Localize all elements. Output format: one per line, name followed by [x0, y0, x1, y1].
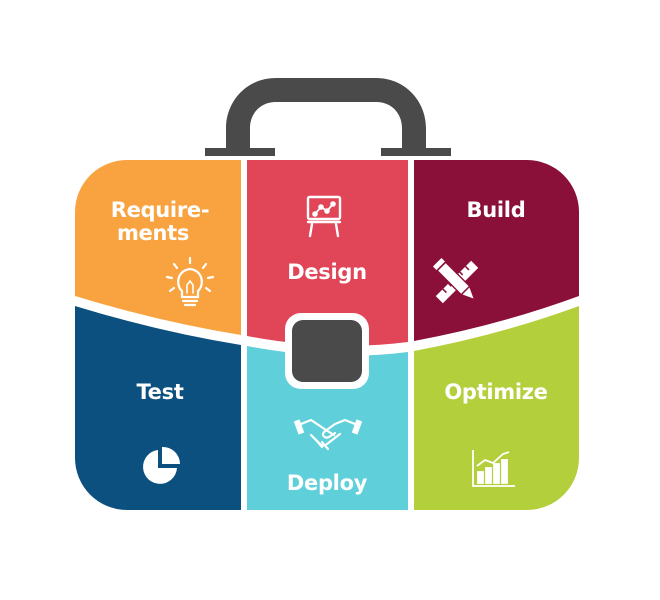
label-requirements-line2: ments — [117, 221, 189, 245]
panel-requirements — [75, 160, 241, 335]
label-optimize: Optimize — [444, 380, 547, 404]
presentation-board-icon — [306, 195, 342, 238]
pencil-ruler-icon — [432, 257, 479, 304]
briefcase-clasp — [292, 320, 362, 382]
label-design: Design — [287, 260, 367, 284]
panel-build — [414, 160, 579, 341]
panel-optimize — [414, 306, 579, 510]
handle-mount-left — [205, 148, 275, 156]
lightbulb-icon — [165, 256, 215, 307]
panel-deploy — [247, 346, 408, 510]
bar-chart-icon — [472, 450, 515, 487]
panel-test — [75, 306, 241, 510]
label-deploy: Deploy — [287, 471, 368, 495]
label-requirements-line1: Require- — [111, 198, 210, 222]
handshake-icon — [293, 418, 363, 451]
panel-design — [247, 160, 408, 346]
handle-mount-right — [381, 148, 451, 156]
label-build: Build — [467, 198, 526, 222]
label-test: Test — [136, 380, 183, 404]
pie-chart-icon — [143, 446, 181, 484]
briefcase-handle — [226, 78, 426, 150]
